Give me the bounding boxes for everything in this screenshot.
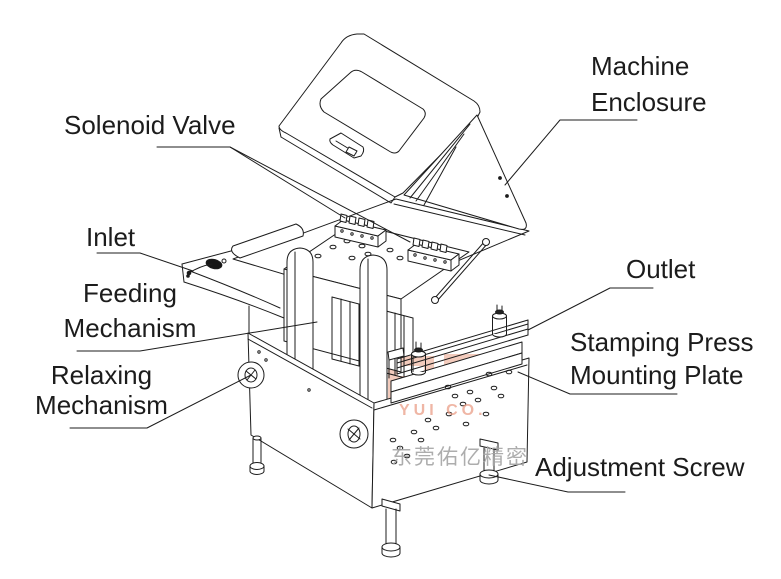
watermark-company-name: 东莞佑亿精密	[391, 446, 529, 469]
label-stamping-line2: Mounting Plate	[570, 360, 744, 390]
leader-feeding-mechanism	[76, 321, 318, 352]
mounting-plate	[387, 341, 523, 404]
leader-outlet	[527, 287, 654, 331]
label-outlet: Outlet	[626, 254, 696, 284]
adjustment-screw-right	[479, 438, 499, 485]
label-feeding-mechanism: Feeding Mechanism	[60, 276, 200, 346]
label-stamping-plate: Stamping Press Mounting Plate	[570, 326, 754, 392]
label-stamping-line1: Stamping Press	[570, 327, 754, 357]
label-inlet: Inlet	[86, 222, 136, 252]
panel-holes	[389, 369, 513, 465]
leader-stamping-plate	[517, 371, 678, 395]
label-solenoid-valve: Solenoid Valve	[64, 110, 236, 140]
watermark-logo-text: YUI CO.	[399, 402, 487, 419]
label-machine-enclosure-line2: Enclosure	[591, 87, 707, 117]
handwheel-front	[339, 419, 369, 449]
solenoid-valve-b	[407, 237, 460, 272]
enclosure-lid	[278, 33, 481, 204]
label-relaxing-line1: Relaxing	[50, 360, 153, 390]
label-relaxing-line2: Mechanism	[35, 390, 168, 420]
label-feeding-line1: Feeding	[83, 278, 177, 308]
leader-adjustment-screw	[488, 474, 626, 493]
press-cylinder-right	[492, 304, 507, 338]
adjustment-screw-left	[249, 435, 265, 475]
solenoid-valve-a	[334, 213, 387, 248]
adjustment-screw-center	[381, 498, 401, 558]
leader-inlet	[96, 252, 194, 272]
gas-strut	[431, 238, 490, 304]
label-relaxing-mechanism: Relaxing Mechanism	[29, 360, 174, 420]
right-post	[359, 254, 388, 404]
roller-tube	[231, 223, 304, 259]
leader-relaxing-mechanism	[69, 374, 252, 429]
label-machine-enclosure: Machine Enclosure	[591, 48, 707, 120]
lid-handle	[329, 132, 365, 159]
label-machine-enclosure-line1: Machine	[591, 51, 690, 81]
inlet-assembly	[186, 258, 227, 276]
enclosure-side-panel	[403, 114, 527, 230]
label-adjustment-screw: Adjustment Screw	[535, 452, 745, 482]
leader-solenoid-valve	[156, 146, 411, 243]
label-feeding-line2: Mechanism	[63, 313, 197, 343]
leader-machine-enclosure	[504, 119, 638, 186]
press-cylinder-left	[411, 341, 426, 376]
